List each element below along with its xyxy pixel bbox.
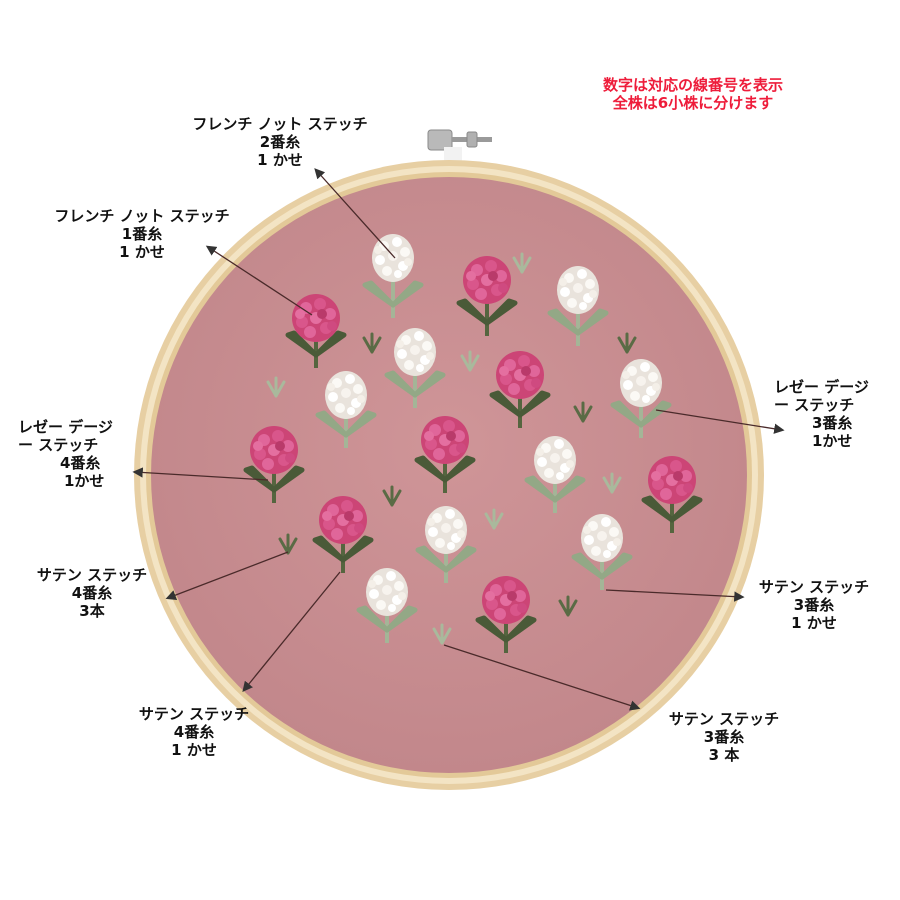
leader-lines [132,168,785,711]
notice-line-2: 全株は6小株に分けます [612,94,774,112]
hoop-screw [427,129,492,161]
label-lazy-daisy-4: レゼー デージ ー ステッチ 4番糸 1かせ [18,418,113,490]
label-satin-4-1kase: サテン ステッチ 4番糸 1 かせ [138,705,250,759]
label-french-knot-1: フレンチ ノット ステッチ 1番糸 1 かせ [54,207,230,261]
notice-text: 数字は対応の線番号を表示 全株は6小株に分けます [548,76,838,112]
label-lazy-daisy-3: レゼー デージ ー ステッチ 3番糸 1かせ [774,378,869,450]
label-french-knot-2: フレンチ ノット ステッチ 2番糸 1 かせ [192,115,368,169]
label-satin-3-3hon: サテン ステッチ 3番糸 3 本 [668,710,780,764]
notice-line-1: 数字は対応の線番号を表示 [602,76,783,94]
label-satin-3-1kase: サテン ステッチ 3番糸 1 かせ [758,578,870,632]
label-satin-4-3hon: サテン ステッチ 4番糸 3本 [36,566,148,620]
